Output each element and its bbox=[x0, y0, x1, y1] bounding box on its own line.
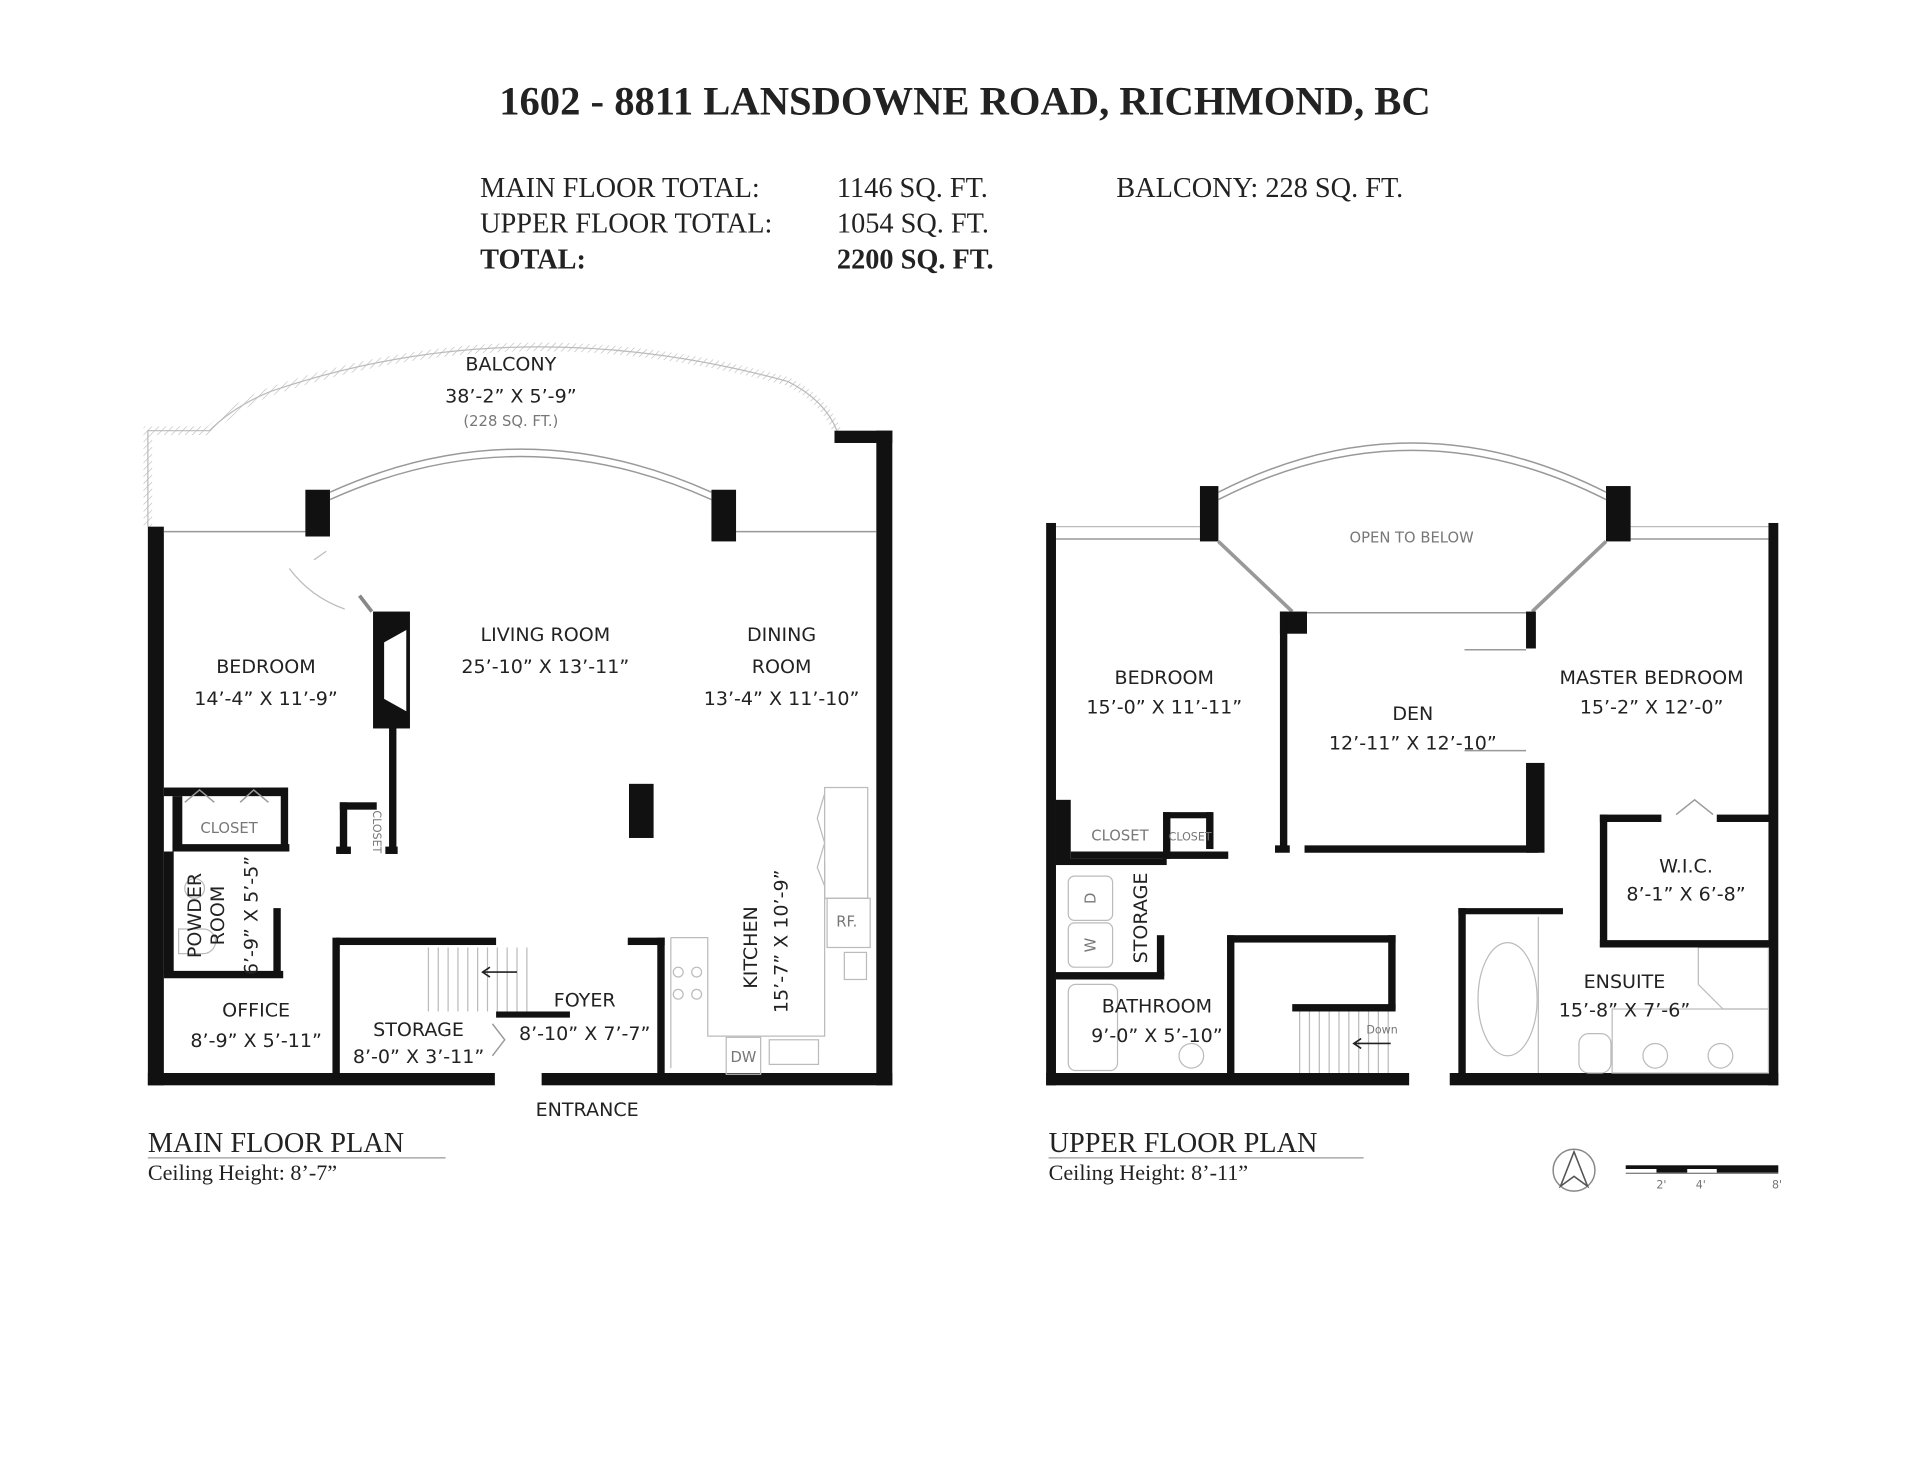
total-label: TOTAL: bbox=[480, 244, 586, 275]
scale-tick-8: 8' bbox=[1772, 1179, 1782, 1192]
balcony-area: BALCONY: 228 SQ. FT. bbox=[1116, 173, 1403, 204]
living-room-label: LIVING ROOM bbox=[480, 624, 610, 646]
upper-floor-total-value: 1054 SQ. FT. bbox=[837, 209, 989, 240]
foyer-dims: 8’-10” X 7’-7” bbox=[519, 1023, 650, 1045]
bedroom-label: BEDROOM bbox=[1115, 667, 1215, 689]
stairs bbox=[427, 947, 528, 1012]
bathroom-label: BATHROOM bbox=[1102, 996, 1212, 1018]
main-floor-plan: CLOSET CLOSET POWDER ROOM 6’-9” X 5’-5” … bbox=[143, 342, 893, 1185]
scale-tick-2: 2' bbox=[1656, 1179, 1666, 1192]
storage-label: STORAGE bbox=[373, 1019, 464, 1041]
ensuite-dims: 15’-8” X 7’-6” bbox=[1559, 999, 1690, 1021]
dining-room-label: DINING bbox=[747, 624, 816, 646]
master-bedroom-label: MASTER BEDROOM bbox=[1560, 667, 1744, 689]
stairs: Down bbox=[1299, 1011, 1398, 1074]
dining-room-label-2: ROOM bbox=[752, 656, 812, 678]
balcony-dims: 38’-2” X 5’-9” bbox=[445, 385, 576, 407]
upper-floor-total-label: UPPER FLOOR TOTAL: bbox=[480, 209, 772, 240]
area-summary: MAIN FLOOR TOTAL: 1146 SQ. FT. UPPER FLO… bbox=[480, 173, 1403, 275]
north-arrow-icon bbox=[1552, 1148, 1596, 1192]
total-value: 2200 SQ. FT. bbox=[837, 244, 994, 275]
den-label: DEN bbox=[1392, 703, 1433, 725]
fridge-label: RF. bbox=[836, 914, 857, 931]
column bbox=[628, 783, 654, 838]
powder-room-label-2: ROOM bbox=[207, 886, 229, 946]
closet-label: CLOSET bbox=[200, 820, 258, 837]
foyer-label: FOYER bbox=[554, 990, 616, 1012]
living-room-dims: 25’-10” X 13’-11” bbox=[461, 656, 629, 678]
powder-room-dims: 6’-9” X 5’-5” bbox=[240, 856, 262, 975]
main-floor-total-value: 1146 SQ. FT. bbox=[837, 173, 988, 204]
washer-label: W bbox=[1082, 937, 1099, 952]
upper-floor-plan: OPEN TO BELOW CLOSET CLOSET D W STORAGE … bbox=[1046, 442, 1779, 1185]
powder-room-label: POWDER bbox=[184, 873, 206, 958]
dryer-label: D bbox=[1082, 893, 1099, 904]
property-address-title: 1602 - 8811 LANSDOWNE ROAD, RICHMOND, BC bbox=[499, 78, 1430, 123]
ensuite-label: ENSUITE bbox=[1584, 971, 1666, 993]
kitchen-dims: 15’-7” X 10’-9” bbox=[771, 870, 793, 1014]
dining-room-dims: 13’-4” X 11’-10” bbox=[704, 688, 860, 710]
bedroom-dims: 14’-4” X 11’-9” bbox=[194, 688, 338, 710]
bedroom-label: BEDROOM bbox=[216, 656, 316, 678]
master-bedroom-dims: 15’-2” X 12’-0” bbox=[1580, 697, 1724, 719]
kitchen-label: KITCHEN bbox=[740, 906, 762, 989]
wic-dims: 8’-1” X 6’-8” bbox=[1626, 884, 1745, 906]
dishwasher-label: DW bbox=[730, 1049, 756, 1066]
closet-label: CLOSET bbox=[1169, 830, 1212, 843]
storage-dims: 8’-0” X 3’-11” bbox=[353, 1046, 484, 1068]
main-floor-total-label: MAIN FLOOR TOTAL: bbox=[480, 173, 760, 204]
office-dims: 8’-9” X 5’-11” bbox=[190, 1030, 321, 1052]
upper-floor-plan-title: UPPER FLOOR PLAN bbox=[1049, 1128, 1318, 1159]
bedroom-dims: 15’-0” X 11’-11” bbox=[1086, 697, 1242, 719]
entrance-label: ENTRANCE bbox=[536, 1099, 639, 1121]
den-dims: 12’-11” X 12’-10” bbox=[1329, 732, 1497, 754]
main-ceiling-height: Ceiling Height: 8’-7” bbox=[148, 1160, 337, 1185]
office-label: OFFICE bbox=[222, 999, 290, 1021]
main-floor-plan-title: MAIN FLOOR PLAN bbox=[148, 1128, 404, 1159]
storage-label: STORAGE bbox=[1130, 873, 1152, 964]
scale-tick-4: 4' bbox=[1696, 1179, 1706, 1192]
closet-label: CLOSET bbox=[1091, 827, 1149, 844]
open-to-below-label: OPEN TO BELOW bbox=[1350, 530, 1475, 547]
closet-label: CLOSET bbox=[370, 810, 383, 853]
balcony-label: BALCONY bbox=[465, 353, 556, 375]
scale-bar: 2' 4' 8' bbox=[1625, 1165, 1782, 1192]
bathroom-dims: 9’-0” X 5’-10” bbox=[1091, 1025, 1222, 1047]
balcony-area-label: (228 SQ. FT.) bbox=[463, 413, 558, 430]
upper-ceiling-height: Ceiling Height: 8’-11” bbox=[1049, 1160, 1249, 1185]
stairs-down-label: Down bbox=[1366, 1024, 1397, 1037]
wic-label: W.I.C. bbox=[1659, 855, 1713, 877]
